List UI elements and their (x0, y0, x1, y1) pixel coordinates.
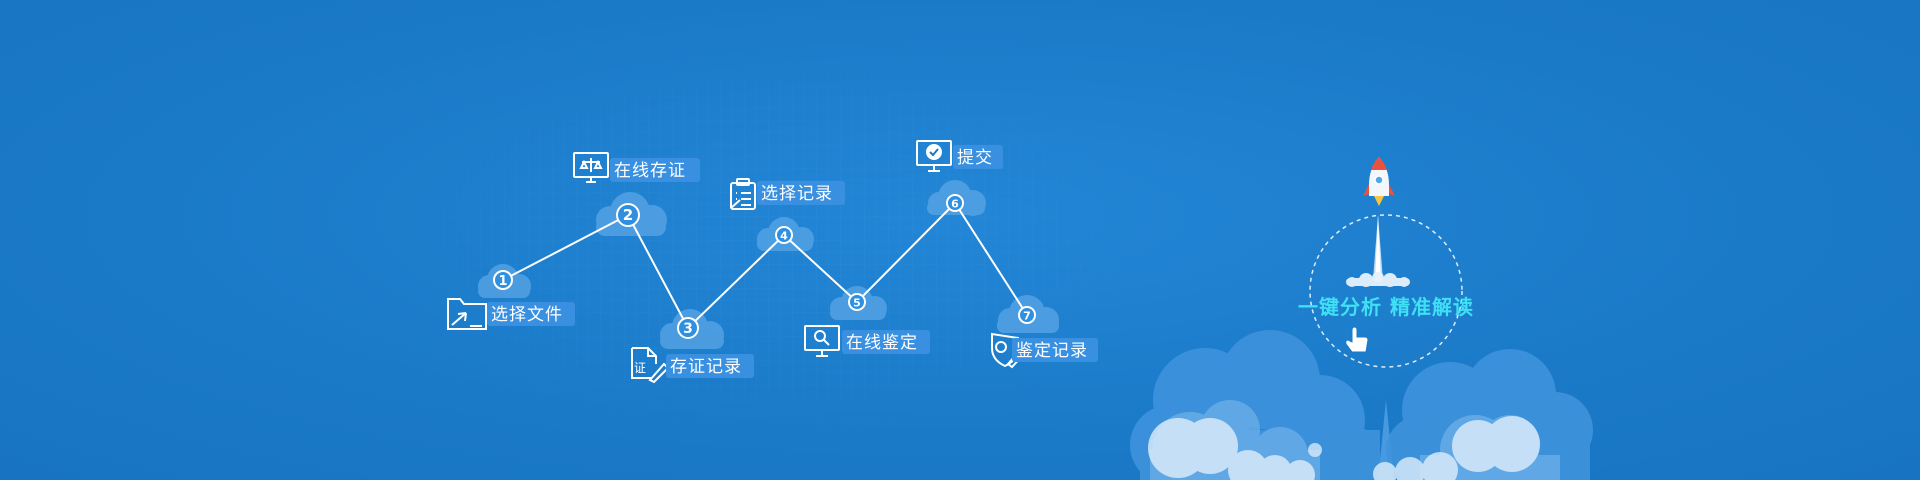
step-number-4: 4 (780, 230, 788, 243)
step-6-label-bg (953, 145, 1003, 169)
step-1-label-bg (487, 302, 575, 326)
slogan-text: 一键分析 精准解读 (1298, 295, 1474, 319)
step-node-2[interactable]: 2 (616, 203, 640, 227)
step-node-5[interactable]: 5 (848, 293, 866, 311)
pointer-hand-icon (1345, 326, 1369, 353)
step-3-label: 存证记录 (670, 357, 742, 377)
folder-icon (447, 298, 487, 330)
step-node-6[interactable]: 6 (946, 194, 964, 212)
step-3[interactable]: 证 存证记录 (631, 347, 754, 384)
step-6[interactable]: 提交 (916, 140, 1003, 172)
monitor-check-icon (916, 140, 952, 172)
step-1[interactable]: 选择文件 (447, 298, 575, 330)
document-certificate-icon: 证 (631, 347, 670, 384)
dashed-orbit (1309, 214, 1463, 368)
rocket-icon (1363, 157, 1395, 206)
clipboard-list-icon (730, 178, 756, 210)
rocket-illustration: 一键分析 精准解读 (1298, 157, 1474, 368)
monitor-search-icon (804, 325, 840, 357)
step-number-6: 6 (951, 198, 959, 211)
step-7[interactable]: 鉴定记录 (991, 332, 1098, 369)
step-node-3[interactable]: 3 (677, 317, 699, 339)
big-cloud-right (1373, 349, 1593, 480)
step-number-3: 3 (683, 321, 693, 337)
step-4[interactable]: 选择记录 (730, 178, 845, 210)
big-cloud-left (1130, 330, 1380, 480)
step-node-4[interactable]: 4 (775, 226, 793, 244)
step-number-5: 5 (853, 297, 861, 310)
step-5[interactable]: 在线鉴定 (804, 325, 930, 357)
step-node-7[interactable]: 7 (1018, 306, 1036, 324)
step-node-1[interactable]: 1 (493, 270, 513, 290)
step-2-label-bg (610, 158, 700, 182)
step-5-label-bg (842, 330, 930, 354)
step-4-label: 选择记录 (761, 184, 833, 204)
svg-text:证: 证 (634, 361, 646, 375)
step-4-label-bg (757, 181, 845, 205)
step-2[interactable]: 在线存证 (573, 152, 700, 183)
step-7-label-bg (1012, 338, 1098, 362)
step-number-2: 2 (623, 206, 633, 224)
step-6-label: 提交 (957, 148, 993, 168)
step-1-label: 选择文件 (491, 305, 563, 325)
step-number-7: 7 (1023, 310, 1031, 323)
step-5-label: 在线鉴定 (846, 333, 918, 353)
step-number-1: 1 (498, 274, 507, 289)
step-7-label: 鉴定记录 (1016, 341, 1088, 361)
step-3-label-bg (666, 354, 754, 378)
monitor-scale-icon (573, 152, 609, 183)
step-2-label: 在线存证 (614, 161, 686, 181)
